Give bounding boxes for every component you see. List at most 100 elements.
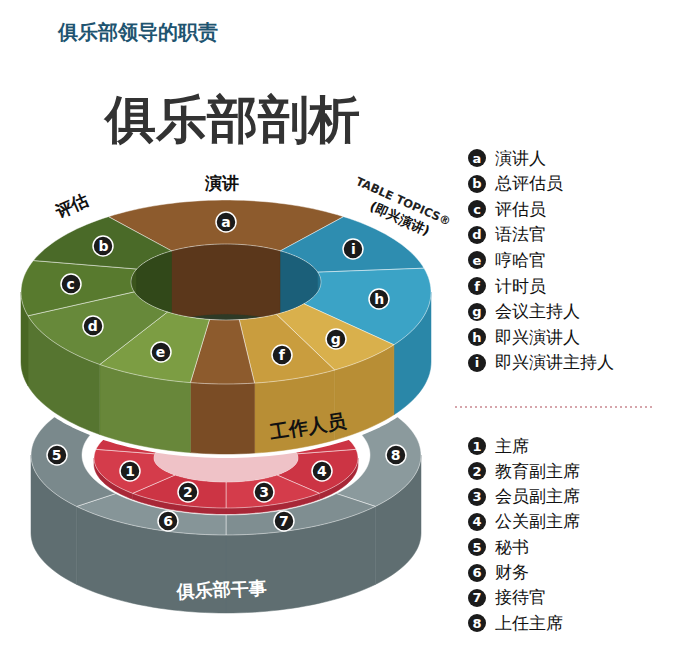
legend-text: 哼哈官 bbox=[495, 249, 546, 272]
legend-item: 2教育副主席 bbox=[467, 460, 580, 483]
marker-disc: b bbox=[467, 174, 487, 194]
marker-disc: b bbox=[92, 235, 114, 257]
label-holder: 俱乐部领导的职责 bbox=[58, 19, 218, 46]
marker-disc: 8 bbox=[385, 444, 407, 466]
callout-letter: c bbox=[473, 203, 481, 216]
marker-circle bbox=[468, 538, 486, 556]
marker-circle bbox=[468, 488, 486, 506]
callout-letter: 4 bbox=[472, 515, 481, 528]
marker-circle bbox=[216, 212, 236, 232]
legend-item: f计时员 bbox=[467, 275, 546, 298]
marker-disc: e bbox=[467, 250, 487, 270]
marker-circle bbox=[312, 461, 332, 481]
marker-disc: 6 bbox=[157, 510, 179, 532]
marker-disc: g bbox=[467, 302, 487, 322]
label-holder: 评估 bbox=[52, 189, 92, 224]
marker-circle bbox=[158, 511, 178, 531]
legend-text: 上任主席 bbox=[495, 612, 563, 635]
marker-circle bbox=[272, 345, 292, 365]
marker-disc: d bbox=[82, 315, 104, 337]
marker-circle bbox=[120, 461, 140, 481]
ring-side bbox=[190, 383, 254, 454]
marker-disc: h bbox=[368, 288, 390, 310]
legend-item: h即兴演讲人 bbox=[467, 326, 580, 349]
callout-letter: b bbox=[98, 239, 108, 253]
marker-circle bbox=[369, 289, 389, 309]
legend-item: c 评估员 bbox=[467, 198, 546, 221]
marker-circle bbox=[468, 149, 486, 167]
legend-text: 总评估员 bbox=[495, 172, 563, 195]
marker-circle bbox=[468, 564, 486, 582]
diagram-title: 俱乐部剖析 bbox=[105, 90, 360, 149]
callout-letter: i bbox=[351, 242, 356, 256]
callout-letter: a bbox=[221, 215, 230, 229]
callout-marker: 6 bbox=[157, 510, 179, 532]
marker-disc: 3 bbox=[467, 487, 487, 507]
callout-marker: 3 bbox=[253, 481, 275, 503]
marker-disc: h bbox=[467, 327, 487, 347]
callout-marker: g bbox=[325, 328, 347, 350]
legend-item: 1 主席 bbox=[467, 435, 529, 458]
callout-letter: b bbox=[472, 177, 481, 190]
marker-circle bbox=[83, 316, 103, 336]
marker-circle bbox=[343, 239, 363, 259]
callout-letter: 1 bbox=[125, 464, 135, 478]
legend-item: 8 上任主席 bbox=[467, 612, 563, 635]
marker-disc: 5 bbox=[467, 537, 487, 557]
legend-item: b 总评估员 bbox=[467, 172, 563, 195]
callout-letter: e bbox=[156, 345, 166, 359]
marker-circle bbox=[178, 482, 198, 502]
legend-item: d语法官 bbox=[467, 223, 546, 246]
legend-text: 评估员 bbox=[495, 198, 546, 221]
ring-inner-wall bbox=[172, 244, 281, 321]
callout-letter: a bbox=[473, 152, 482, 165]
callout-marker: d bbox=[82, 315, 104, 337]
marker-disc: 3 bbox=[253, 481, 275, 503]
legend-item: 3会员副主席 bbox=[467, 485, 580, 508]
ring-segment bbox=[33, 217, 171, 269]
callout-letter: c bbox=[67, 277, 75, 291]
marker-circle bbox=[468, 328, 486, 346]
marker-circle bbox=[468, 354, 486, 372]
marker-circle bbox=[254, 482, 274, 502]
marker-circle bbox=[274, 511, 294, 531]
marker-circle bbox=[326, 329, 346, 349]
marker-circle bbox=[61, 274, 81, 294]
marker-circle bbox=[468, 513, 486, 531]
ring-segment bbox=[239, 314, 334, 383]
legend-text: 主席 bbox=[495, 435, 529, 458]
ring-segment bbox=[21, 261, 137, 316]
marker-disc: 1 bbox=[467, 436, 487, 456]
page-header: 俱乐部领导的职责 bbox=[58, 20, 218, 44]
marker-disc: 7 bbox=[467, 588, 487, 608]
marker-circle bbox=[47, 445, 67, 465]
marker-disc: 8 bbox=[467, 613, 487, 633]
callout-marker: c bbox=[60, 273, 82, 295]
marker-disc: 4 bbox=[467, 512, 487, 532]
legend-text: 语法官 bbox=[495, 223, 546, 246]
legend-text: 即兴演讲主持人 bbox=[495, 351, 614, 374]
marker-circle bbox=[151, 342, 171, 362]
callout-letter: 2 bbox=[472, 465, 481, 478]
marker-disc: a bbox=[215, 211, 237, 233]
marker-circle bbox=[468, 437, 486, 455]
legend-item: a演讲人 bbox=[467, 147, 546, 170]
legend-text: 会议主持人 bbox=[495, 300, 580, 323]
callout-letter: 5 bbox=[472, 541, 481, 554]
marker-disc: c bbox=[467, 199, 487, 219]
callout-letter: 5 bbox=[52, 448, 62, 462]
marker-circle bbox=[468, 200, 486, 218]
legend-item: 6财务 bbox=[467, 561, 529, 584]
callout-letter: 8 bbox=[472, 617, 481, 630]
marker-disc: g bbox=[325, 328, 347, 350]
marker-circle bbox=[468, 462, 486, 480]
callout-marker: f bbox=[271, 344, 293, 366]
label-holder: 俱乐部干事 bbox=[176, 576, 267, 605]
legend-item: 5秘书 bbox=[467, 536, 529, 559]
marker-disc: i bbox=[467, 353, 487, 373]
callout-marker: 1 bbox=[119, 460, 141, 482]
callout-letter: 3 bbox=[259, 485, 269, 499]
marker-disc: a bbox=[467, 148, 487, 168]
section-label: 俱乐部干事 bbox=[176, 577, 267, 603]
legend-text: 计时员 bbox=[495, 275, 546, 298]
